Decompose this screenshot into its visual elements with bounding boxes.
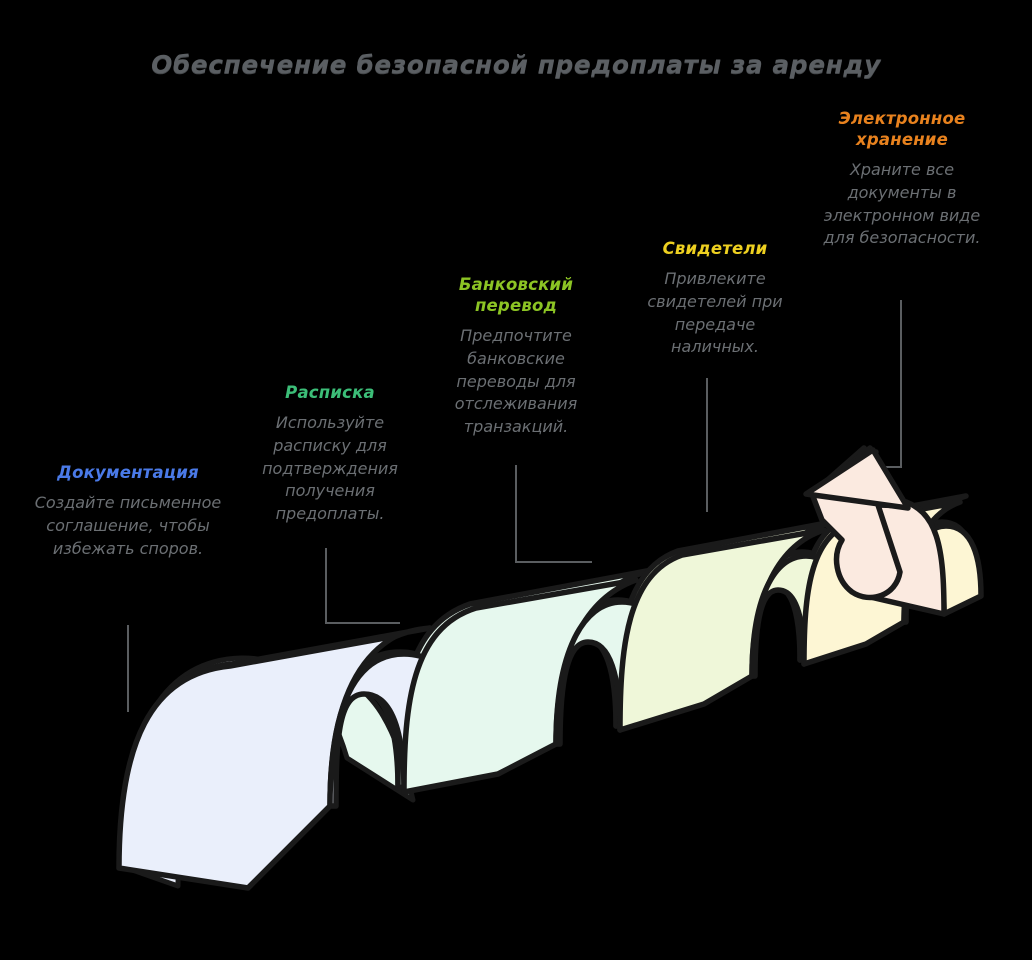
step-block-bank-transfer: Банковский перевод Предпочтите банковски… (428, 274, 604, 439)
arrow-group (803, 445, 947, 617)
step-description-documentation: Создайте письменное соглашение, чтобы из… (34, 493, 222, 558)
step-label-witnesses: Свидетели (662, 239, 768, 258)
page-title: Обеспечение безопасной предоплаты за аре… (151, 50, 881, 79)
step-block-receipt: Расписка Используйте расписку для подтве… (238, 382, 422, 526)
step-label-documentation: Документация (57, 463, 199, 482)
step-description-witnesses: Привлеките свидетелей при передаче налич… (647, 269, 783, 357)
connector-line-2 (325, 548, 400, 624)
step-description-bank-transfer: Предпочтите банковские переводы для отсл… (454, 326, 578, 437)
step-block-electronic-storage: Электронное хранение Храните все докумен… (812, 108, 992, 250)
step-label-electronic-storage: Электронное хранение (838, 109, 966, 150)
step-description-receipt: Используйте расписку для подтверждения п… (262, 413, 398, 523)
step-description-electronic-storage: Храните все документы в электронном виде… (823, 160, 981, 248)
step-label-receipt: Расписка (285, 383, 375, 402)
connector-line-5 (866, 300, 902, 468)
step-label-bank-transfer: Банковский перевод (458, 275, 574, 316)
step-block-documentation: Документация Создайте письменное соглаше… (28, 462, 228, 560)
step-block-witnesses: Свидетели Привлеките свидетелей при пере… (630, 238, 800, 359)
connector-line-3 (515, 465, 592, 563)
arrow-head-triangle (803, 447, 911, 511)
